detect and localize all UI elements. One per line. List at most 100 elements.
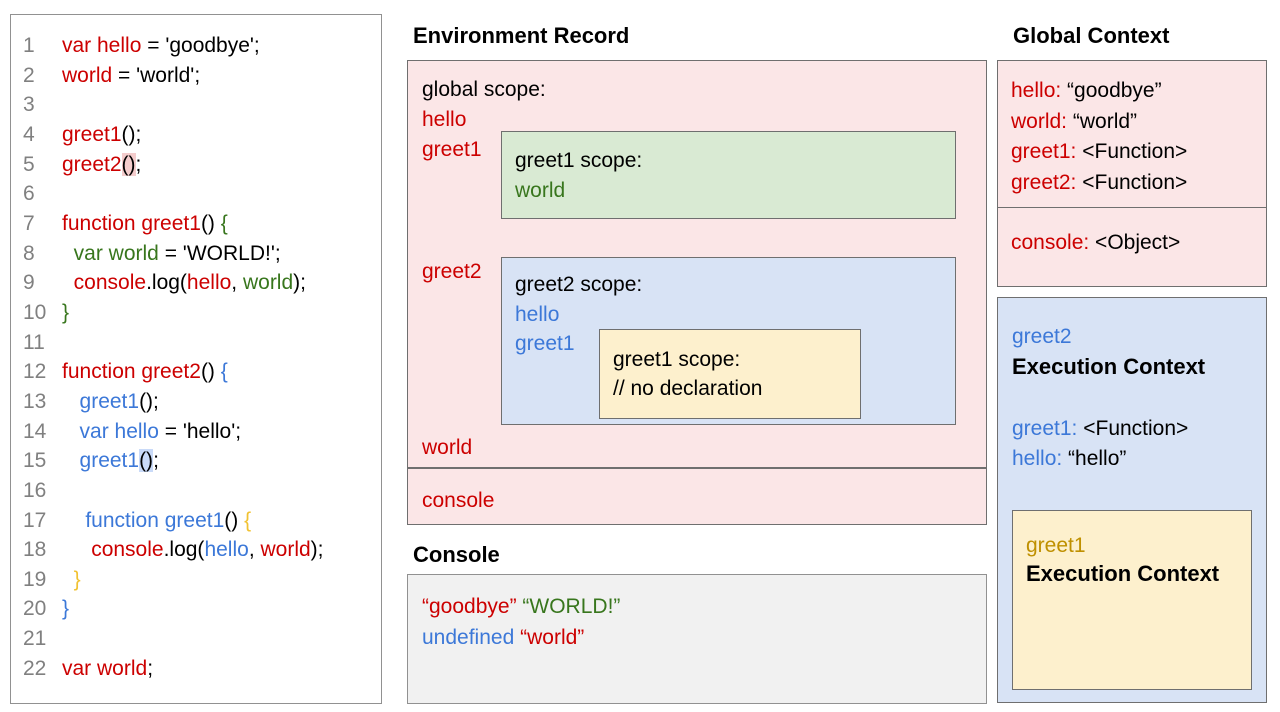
inner-greet1-scope-box: greet1 scope: // no declaration	[599, 329, 861, 419]
global-scope-label: global scope:	[422, 78, 546, 101]
greet2-scope-label: greet2 scope:	[515, 273, 643, 296]
code-text: var world;	[62, 654, 153, 684]
code-line: 9 console.log(hello, world);	[11, 268, 381, 298]
text-segment: world	[242, 271, 294, 295]
text-segment: {	[220, 211, 228, 235]
text-segment	[62, 568, 74, 591]
text-segment: hello:	[1012, 447, 1063, 470]
text-segment: = 'hello';	[158, 419, 242, 443]
code-text: greet2();	[62, 150, 141, 180]
code-text: greet1();	[62, 120, 141, 150]
line-number: 13	[23, 389, 47, 413]
code-line: 11	[11, 328, 381, 358]
text-line: greet1: <Function>	[1011, 137, 1266, 168]
text-segment: ()	[121, 152, 136, 176]
text-segment: <Function>	[1077, 417, 1189, 440]
text-segment: console:	[1011, 231, 1090, 254]
line-number: 22	[23, 656, 47, 680]
text-segment: world	[62, 63, 113, 87]
console-binding-box: console	[407, 468, 987, 525]
text-segment: ();	[139, 389, 159, 413]
text-segment: = 'goodbye';	[141, 34, 260, 57]
text-segment: }	[73, 567, 81, 591]
line-number: 15	[23, 449, 47, 473]
code-text: greet1();	[62, 387, 159, 417]
text-segment: }	[62, 597, 70, 621]
text-segment: greet1	[79, 389, 140, 413]
line-number: 3	[23, 93, 35, 117]
text-segment: = 'world';	[112, 63, 201, 87]
code-line: 10}	[11, 298, 381, 328]
line-number: 7	[23, 211, 35, 235]
text-segment	[62, 420, 80, 443]
global-var-greet2: greet2	[422, 260, 482, 283]
code-line: 8 var world = 'WORLD!';	[11, 239, 381, 269]
global-scope-box: global scope: hello greet1 greet1 scope:…	[407, 60, 987, 468]
code-text: var hello = 'goodbye';	[62, 31, 260, 61]
text-segment: undefined	[422, 626, 515, 649]
text-segment: var hello	[79, 419, 159, 443]
line-number: 18	[23, 538, 47, 562]
line-number: 20	[23, 597, 47, 621]
code-text: var world = 'WORLD!';	[62, 239, 281, 269]
text-segment: greet1	[62, 122, 122, 146]
text-segment: {	[244, 508, 252, 532]
line-number: 9	[23, 271, 35, 295]
text-segment: var hello	[62, 34, 142, 57]
text-segment: ();	[121, 122, 142, 146]
text-segment: var world	[73, 241, 159, 265]
text-segment: “goodbye”	[1061, 79, 1162, 102]
text-segment: <Function>	[1076, 140, 1188, 163]
code-line: 13 greet1();	[11, 387, 381, 417]
greet2-ec-label: Execution Context	[1012, 354, 1206, 379]
text-segment: “goodbye”	[422, 595, 517, 618]
code-text: function greet2() {	[62, 357, 228, 387]
line-number: 8	[23, 241, 35, 265]
text-segment	[62, 449, 80, 472]
line-number: 16	[23, 478, 47, 502]
no-declaration-comment: // no declaration	[613, 377, 763, 400]
greet2-ec-name: greet2	[1012, 325, 1072, 348]
code-text: function greet1() {	[62, 209, 228, 239]
text-segment: world	[260, 538, 311, 562]
global-var-greet1: greet1	[422, 138, 482, 161]
greet2-scope-var-hello: hello	[515, 303, 560, 326]
text-segment	[62, 242, 74, 265]
line-number: 2	[23, 63, 35, 87]
greet1-ec-name: greet1	[1026, 534, 1086, 557]
code-line: 17 function greet1() {	[11, 506, 381, 536]
text-segment: hello:	[1011, 79, 1062, 102]
text-segment: );	[293, 271, 306, 295]
text-segment: ,	[248, 538, 261, 562]
text-segment: <Function>	[1076, 170, 1188, 194]
text-segment	[62, 509, 85, 532]
greet2-scope-var-greet1: greet1	[515, 332, 575, 355]
text-segment: var world	[62, 656, 148, 680]
line-number: 11	[23, 330, 45, 354]
code-text: }	[62, 298, 69, 328]
global-var-world: world	[422, 436, 473, 459]
console-title: Console	[413, 542, 500, 567]
environment-record-title: Environment Record	[413, 23, 630, 48]
text-line: hello: “goodbye”	[1011, 76, 1266, 107]
line-number: 4	[23, 122, 35, 146]
text-line: console: <Object>	[1011, 228, 1266, 259]
code-line: 16	[11, 476, 381, 506]
greet1-scope-label: greet1 scope:	[515, 149, 643, 172]
text-segment: function greet1	[85, 508, 225, 532]
text-segment: ()	[139, 449, 154, 473]
text-segment: greet2:	[1011, 170, 1077, 194]
text-line: greet2: <Function>	[1011, 168, 1266, 199]
text-segment: “WORLD!”	[522, 595, 621, 618]
greet1-execution-context-box: greet1 Execution Context	[1012, 510, 1252, 690]
text-segment: world:	[1011, 109, 1068, 133]
line-number: 19	[23, 567, 47, 591]
text-segment: ()	[200, 211, 221, 235]
code-line: 19 }	[11, 565, 381, 595]
text-segment: hello	[204, 538, 249, 562]
text-segment: .log(	[163, 538, 205, 562]
code-line: 14 var hello = 'hello';	[11, 417, 381, 447]
line-number: 10	[23, 300, 47, 324]
text-segment: greet1:	[1011, 140, 1077, 163]
text-segment: .log(	[146, 271, 187, 295]
